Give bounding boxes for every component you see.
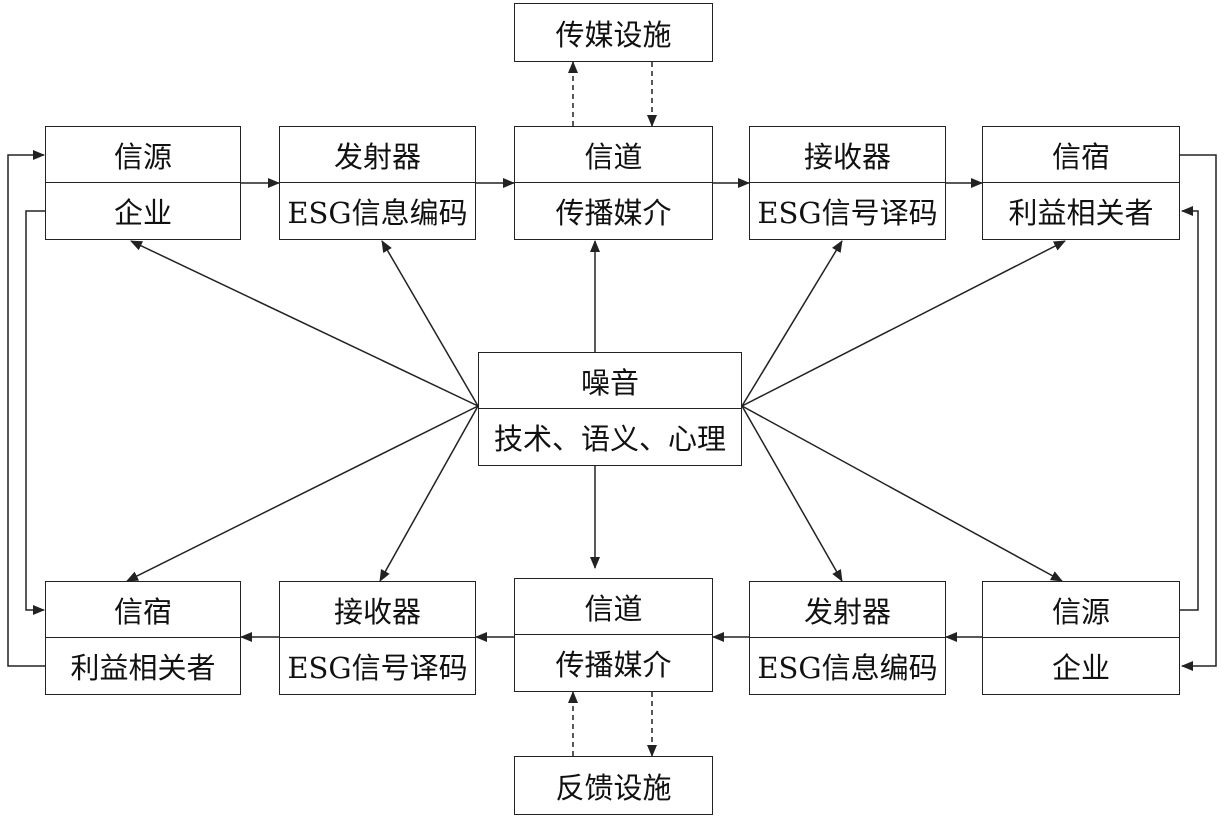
media-infrastructure-label: 传媒设施 [555,17,672,52]
node-subtitle: ESG信号译码 [750,182,945,239]
node-subtitle: 传播媒介 [515,182,712,239]
node-title: 信源 [1051,595,1110,629]
node-subtitle: ESG信号译码 [280,637,475,694]
noise-arrow-bottom-destination [126,405,479,582]
noise-arrow-top-receiver [741,240,843,407]
node-title: 接收器 [803,140,891,174]
bottom-transmitter-box: 发射器 ESG信息编码 [749,581,946,695]
bottom-destination-box: 信宿 利益相关者 [45,581,241,695]
noise-arrow-top-destination [741,240,1066,407]
noise-box: 噪音 技术、语义、心理 [478,352,742,466]
noise-arrow-bottom-receiver [379,405,479,582]
node-title: 信宿 [1051,140,1110,174]
noise-arrow-top-source [130,240,479,407]
noise-arrow-bottom-transmitter [741,405,843,582]
bottom-channel-box: 信道 传播媒介 [514,578,713,692]
node-title: 信道 [584,592,643,626]
top-source-box: 信源 企业 [45,126,241,240]
node-title: 发射器 [333,140,421,174]
node-subtitle: 企业 [46,182,240,239]
feedback-infrastructure-label: 反馈设施 [555,770,672,805]
bottom-source-box: 信源 企业 [982,581,1180,695]
node-title: 信源 [113,140,172,174]
top-transmitter-box: 发射器 ESG信息编码 [279,126,476,240]
node-title: 接收器 [333,595,421,629]
left-feedback-inner [7,150,46,667]
noise-arrow-top-transmitter [381,240,479,407]
media-infrastructure-box: 传媒设施 [514,3,713,62]
right-feedback-inner [1180,206,1199,611]
noise-title: 噪音 [580,366,639,400]
top-destination-box: 信宿 利益相关者 [982,126,1180,240]
noise-subtitle: 技术、语义、心理 [479,408,741,465]
node-subtitle: ESG信息编码 [750,637,945,694]
top-channel-box: 信道 传播媒介 [514,126,713,240]
feedback-infrastructure-box: 反馈设施 [514,756,713,815]
node-title: 信宿 [113,595,172,629]
noise-arrow-bottom-source [741,405,1063,582]
node-subtitle: ESG信息编码 [280,182,475,239]
node-subtitle: 利益相关者 [46,637,240,694]
right-feedback-outer [1180,154,1217,671]
bottom-receiver-box: 接收器 ESG信号译码 [279,581,476,695]
node-subtitle: 利益相关者 [983,182,1179,239]
top-receiver-box: 接收器 ESG信号译码 [749,126,946,240]
node-subtitle: 传播媒介 [515,634,712,691]
left-feedback-outer [25,210,46,615]
node-title: 发射器 [803,595,891,629]
node-subtitle: 企业 [983,637,1179,694]
node-title: 信道 [584,140,643,174]
